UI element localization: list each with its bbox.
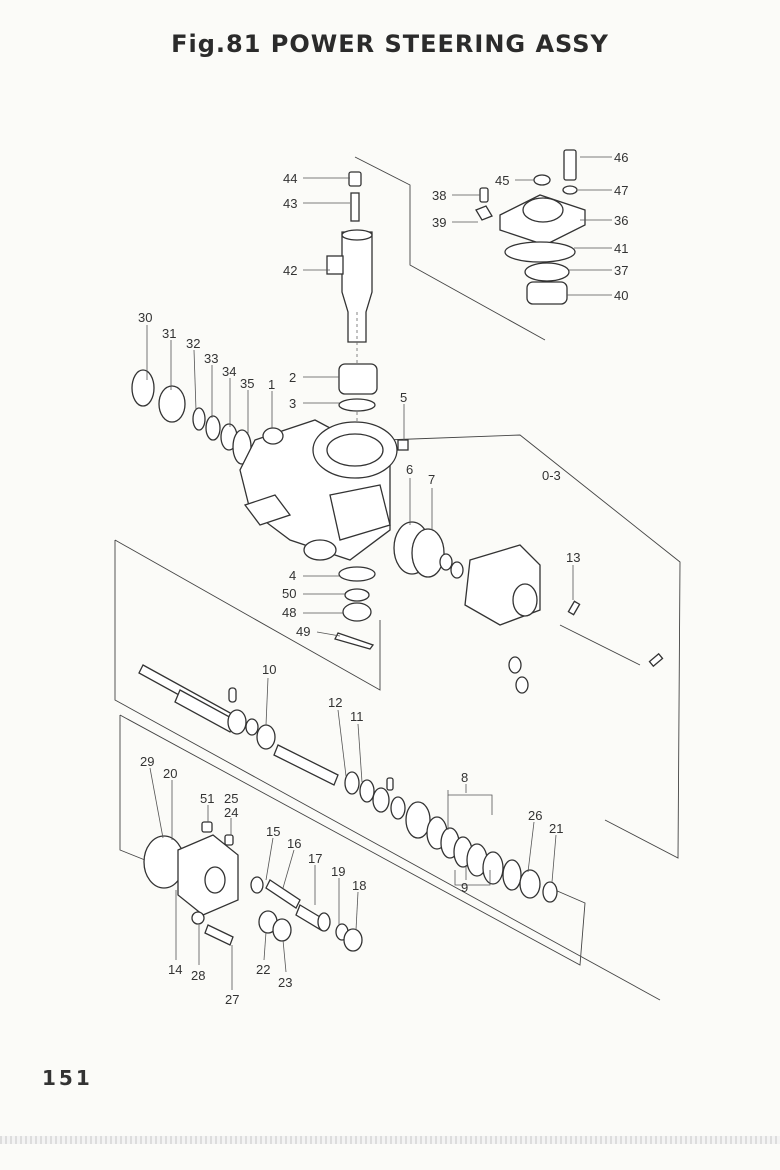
shaft-42 bbox=[341, 231, 373, 343]
callout-18: 18 bbox=[352, 878, 366, 893]
page-number: 151 bbox=[42, 1066, 93, 1090]
callout-14: 14 bbox=[168, 962, 182, 977]
nut-31 bbox=[158, 385, 186, 423]
nut-44 bbox=[348, 171, 362, 187]
callout-36: 36 bbox=[614, 213, 628, 228]
callout-40: 40 bbox=[614, 288, 628, 303]
worm-shaft-group bbox=[138, 664, 276, 750]
callout-45: 45 bbox=[495, 173, 509, 188]
callout-34: 34 bbox=[222, 364, 236, 379]
callout-10: 10 bbox=[262, 662, 276, 677]
callout-2: 2 bbox=[289, 370, 296, 385]
callout-43: 43 bbox=[283, 196, 297, 211]
callout-6: 6 bbox=[406, 462, 413, 477]
page-title: Fig.81 POWER STEERING ASSY bbox=[171, 30, 609, 58]
screw-43 bbox=[350, 192, 360, 222]
callout-4: 4 bbox=[289, 568, 296, 583]
end-cover-group bbox=[143, 821, 363, 952]
input-shaft-group bbox=[326, 171, 378, 430]
shaft-top bbox=[341, 229, 373, 241]
sector-parts bbox=[334, 566, 376, 650]
callout-9: 9 bbox=[461, 880, 468, 895]
assembly-frame-lines bbox=[114, 156, 681, 1001]
callout-37: 37 bbox=[614, 263, 628, 278]
valve-group bbox=[393, 521, 664, 694]
callout-3: 3 bbox=[289, 396, 296, 411]
callout-24: 24 bbox=[224, 805, 238, 820]
callout-28: 28 bbox=[191, 968, 205, 983]
callout-16: 16 bbox=[287, 836, 301, 851]
callout-29: 29 bbox=[140, 754, 154, 769]
callout-17: 17 bbox=[308, 851, 322, 866]
spool-group bbox=[273, 744, 558, 903]
callout-26: 26 bbox=[528, 808, 542, 823]
scan-edge bbox=[0, 1136, 780, 1144]
callout-46: 46 bbox=[614, 150, 628, 165]
callout-48: 48 bbox=[282, 605, 296, 620]
callout-15: 15 bbox=[266, 824, 280, 839]
callout-1: 1 bbox=[268, 377, 275, 392]
ring-3 bbox=[338, 398, 376, 412]
callout-11: 11 bbox=[350, 709, 364, 724]
callout-27: 27 bbox=[225, 992, 239, 1007]
callout-25: 25 bbox=[224, 791, 238, 806]
left-ring-group bbox=[131, 369, 252, 465]
ring-30 bbox=[131, 369, 155, 407]
callout-44: 44 bbox=[283, 171, 297, 186]
housing-1 bbox=[239, 419, 409, 561]
callout-labels: 44 43 42 2 3 5 1 30 31 32 33 34 35 46 45… bbox=[138, 150, 628, 1007]
cover-group bbox=[475, 149, 586, 305]
callout-35: 35 bbox=[240, 376, 254, 391]
callout-7: 7 bbox=[428, 472, 435, 487]
callout-20: 20 bbox=[163, 766, 177, 781]
callout-31: 31 bbox=[162, 326, 176, 341]
callout-0-3: 0-3 bbox=[542, 468, 561, 483]
callout-50: 50 bbox=[282, 586, 296, 601]
callout-21: 21 bbox=[549, 821, 563, 836]
bearing-2 bbox=[338, 363, 378, 395]
shaft-lug bbox=[326, 255, 344, 275]
plug-5 bbox=[397, 439, 409, 451]
callout-30: 30 bbox=[138, 310, 152, 325]
callout-23: 23 bbox=[278, 975, 292, 990]
callout-13: 13 bbox=[566, 550, 580, 565]
callout-8: 8 bbox=[461, 770, 468, 785]
callout-49: 49 bbox=[296, 624, 310, 639]
callout-51: 51 bbox=[200, 791, 214, 806]
callout-32: 32 bbox=[186, 336, 200, 351]
callout-33: 33 bbox=[204, 351, 218, 366]
leader-lines bbox=[146, 156, 612, 990]
callout-47: 47 bbox=[614, 183, 628, 198]
callout-39: 39 bbox=[432, 215, 446, 230]
callout-19: 19 bbox=[331, 864, 345, 879]
callout-12: 12 bbox=[328, 695, 342, 710]
ring-33 bbox=[205, 415, 221, 441]
callout-42: 42 bbox=[283, 263, 297, 278]
callout-22: 22 bbox=[256, 962, 270, 977]
callout-41: 41 bbox=[614, 241, 628, 256]
ring-32 bbox=[192, 407, 206, 431]
callout-38: 38 bbox=[432, 188, 446, 203]
callout-5: 5 bbox=[400, 390, 407, 405]
